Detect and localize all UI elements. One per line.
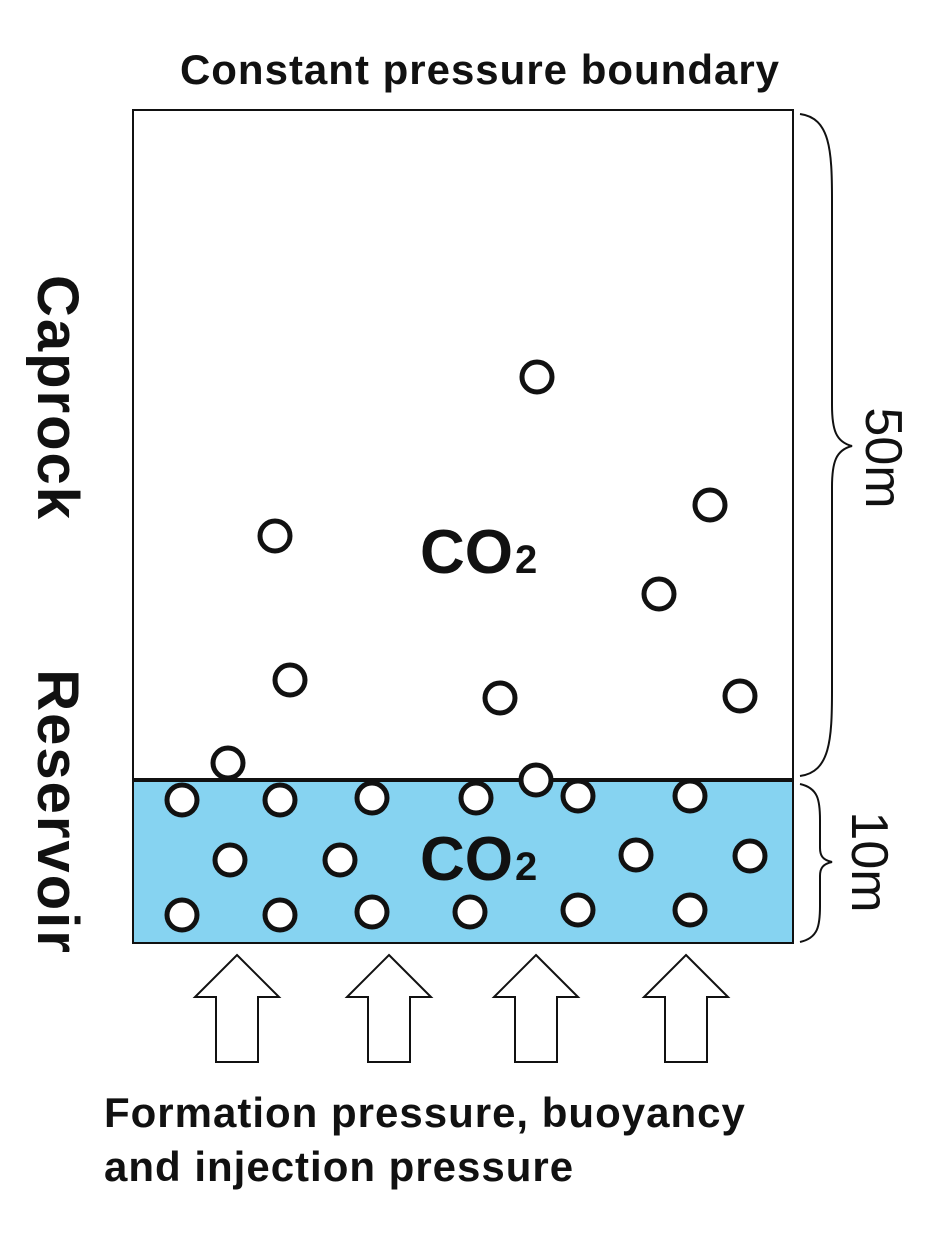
caprock-layer [132,109,794,781]
co2-bubble [210,745,246,781]
co2-bubble [354,894,390,930]
co2-bubble [458,780,494,816]
upward-arrow-icon [192,953,282,1063]
caprock-co2-label: CO2 [420,518,537,587]
caprock-thickness-label: 50m [854,407,912,508]
co2-bubble [618,837,654,873]
co2-bubble [641,576,677,612]
co2-bubble [560,892,596,928]
co2-bubble [722,678,758,714]
caprock-thickness-brace [799,113,853,777]
upward-arrow-icon [641,953,731,1063]
caprock-co2-bubbles [210,359,758,781]
co2-bubble [482,680,518,716]
reservoir-thickness-brace [799,783,833,943]
co2-bubble [164,897,200,933]
reservoir-co2-bubbles [164,762,768,933]
reservoir-label: Reservoir [25,669,90,955]
co2-bubble [519,359,555,395]
caprock-label: Caprock [25,275,90,521]
upward-arrow-icon [344,953,434,1063]
co2-bubble [322,842,358,878]
co2-bubble [262,782,298,818]
co2-bubble [164,782,200,818]
constant-pressure-boundary-label: Constant pressure boundary [180,46,780,93]
bottom-label-line1: Formation pressure, buoyancy [104,1089,746,1136]
co2-bubble [672,778,708,814]
co2-bubble [692,487,728,523]
co2-bubble [212,842,248,878]
co2-bubble [262,897,298,933]
co2-bubble [354,780,390,816]
bottom-label-line2: and injection pressure [104,1143,574,1190]
co2-bubble [672,892,708,928]
co2-bubble [732,838,768,874]
reservoir-co2-label: CO2 [420,825,537,894]
reservoir-thickness-label: 10m [840,811,898,912]
co2-bubble [257,518,293,554]
co2-bubble [560,778,596,814]
co2-bubble [452,894,488,930]
upward-arrow-icon [491,953,581,1063]
co2-bubble [272,662,308,698]
upward-pressure-arrows [192,953,731,1063]
co2-bubble [518,762,554,798]
